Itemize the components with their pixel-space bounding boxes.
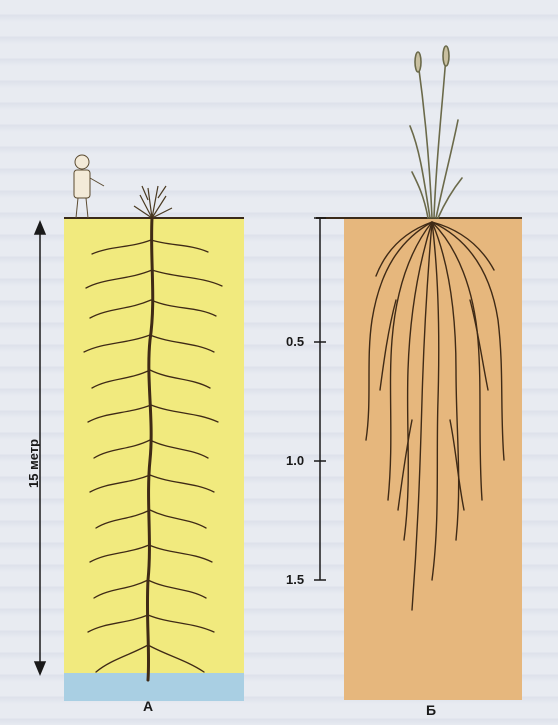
panel-b-depth-scale <box>314 218 326 580</box>
panel-b-label: Б <box>426 702 436 718</box>
panel-a-label: А <box>143 698 153 714</box>
panel-b-soil <box>344 218 522 700</box>
panel-b-depth-tick-1-0: 1.0 <box>286 453 304 468</box>
panel-b-grass-top <box>410 46 462 218</box>
panel-b-depth-tick-1-5: 1.5 <box>286 572 304 587</box>
panel-a-groundwater <box>64 673 244 701</box>
panel-a-scale-label: 15 метр <box>26 439 41 488</box>
panel-a-plant-top <box>134 186 172 218</box>
panel-b-depth-tick-0-5: 0.5 <box>286 334 304 349</box>
person-figure <box>74 155 104 218</box>
